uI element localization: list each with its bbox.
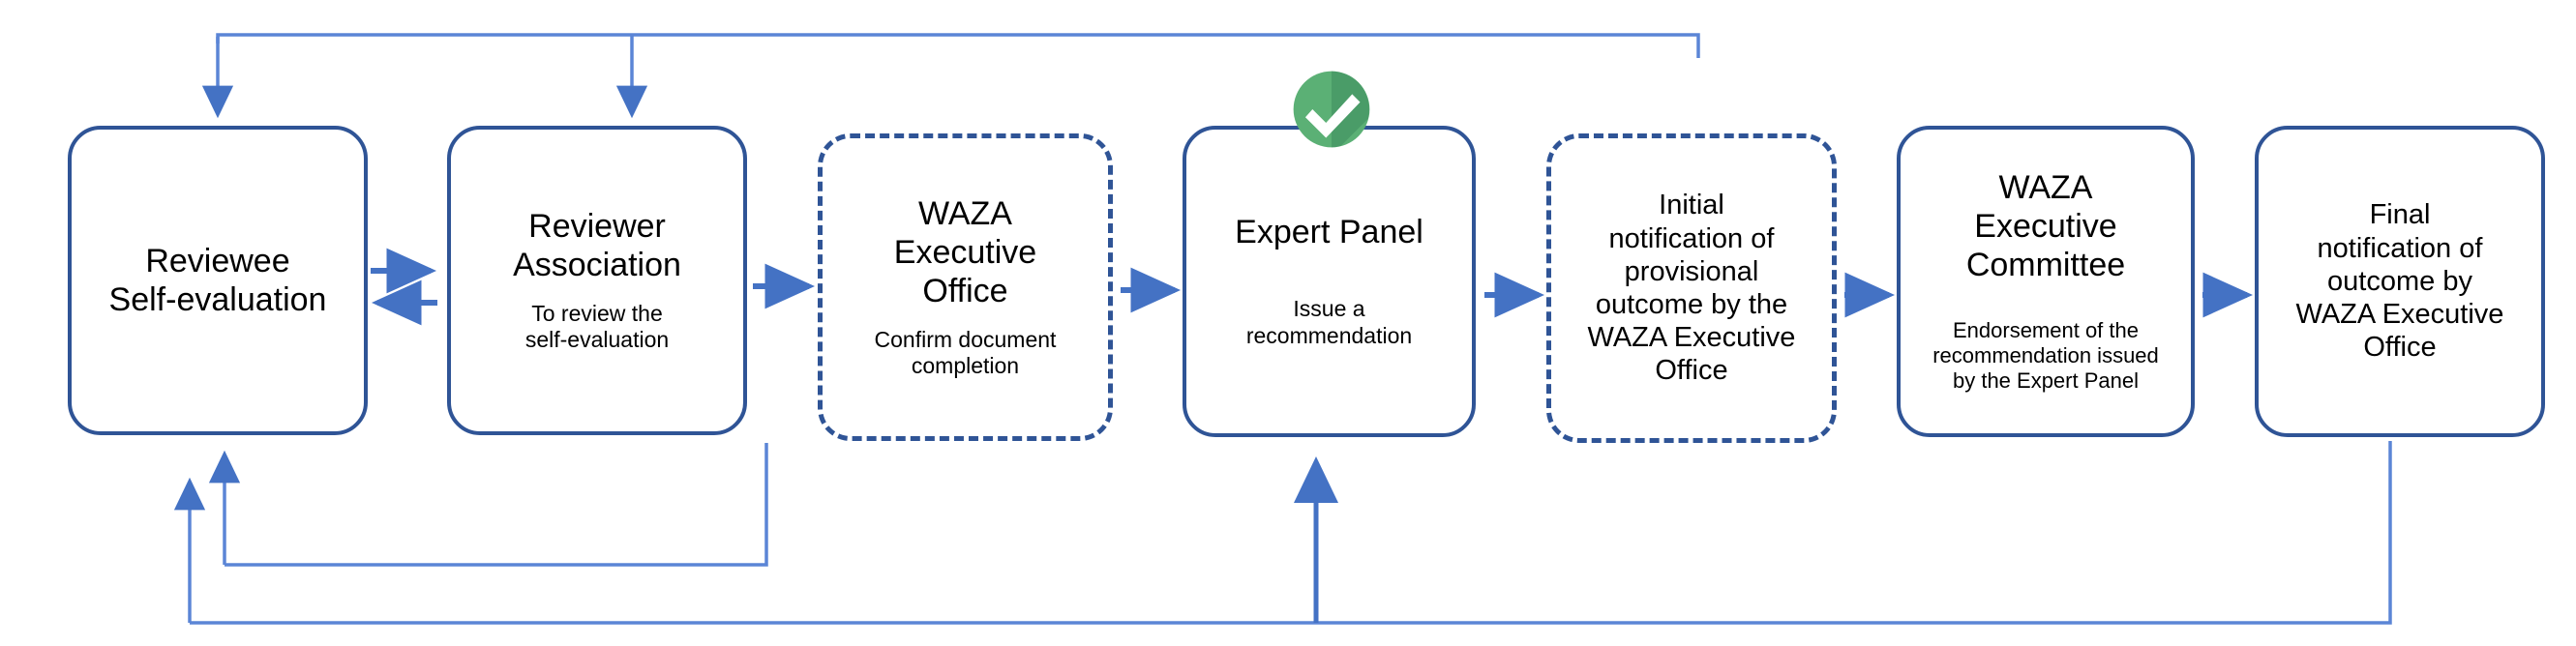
node-title: Reviewer Association — [513, 208, 681, 284]
node-subtitle: Confirm document completion — [874, 326, 1057, 379]
feedback-initial-notification-top — [201, 33, 1700, 119]
node-initial-notification[interactable]: Initial notification of provisional outc… — [1546, 133, 1837, 443]
feedback-final-notification-bottom — [173, 441, 2392, 625]
node-title: Expert Panel — [1235, 214, 1423, 251]
node-title: WAZA Executive Office — [893, 195, 1037, 310]
node-expert-panel[interactable]: Expert Panel Issue a recommendation — [1183, 126, 1476, 437]
feedback-waza-office-bottom — [208, 443, 768, 567]
node-reviewer-association[interactable]: Reviewer Association To review the self-… — [447, 126, 747, 435]
node-final-notification[interactable]: Final notification of outcome by WAZA Ex… — [2255, 126, 2545, 437]
node-reviewee-self-evaluation[interactable]: Reviewee Self-evaluation — [68, 126, 368, 435]
node-subtitle: Issue a recommendation — [1245, 296, 1413, 349]
node-title: Reviewee Self-evaluation — [108, 242, 327, 318]
check-circle-icon — [1292, 70, 1371, 149]
node-waza-executive-office-confirm[interactable]: WAZA Executive Office Confirm document c… — [818, 133, 1113, 441]
node-title: WAZA Executive Committee — [1965, 169, 2126, 284]
node-subtitle: Endorsement of the recommendation issued… — [1932, 317, 2159, 394]
node-subtitle: To review the self-evaluation — [524, 300, 670, 353]
node-title: Initial notification of provisional outc… — [1587, 190, 1796, 387]
node-waza-executive-committee[interactable]: WAZA Executive Committee Endorsement of … — [1897, 126, 2195, 437]
node-title: Final notification of outcome by WAZA Ex… — [2295, 199, 2504, 364]
